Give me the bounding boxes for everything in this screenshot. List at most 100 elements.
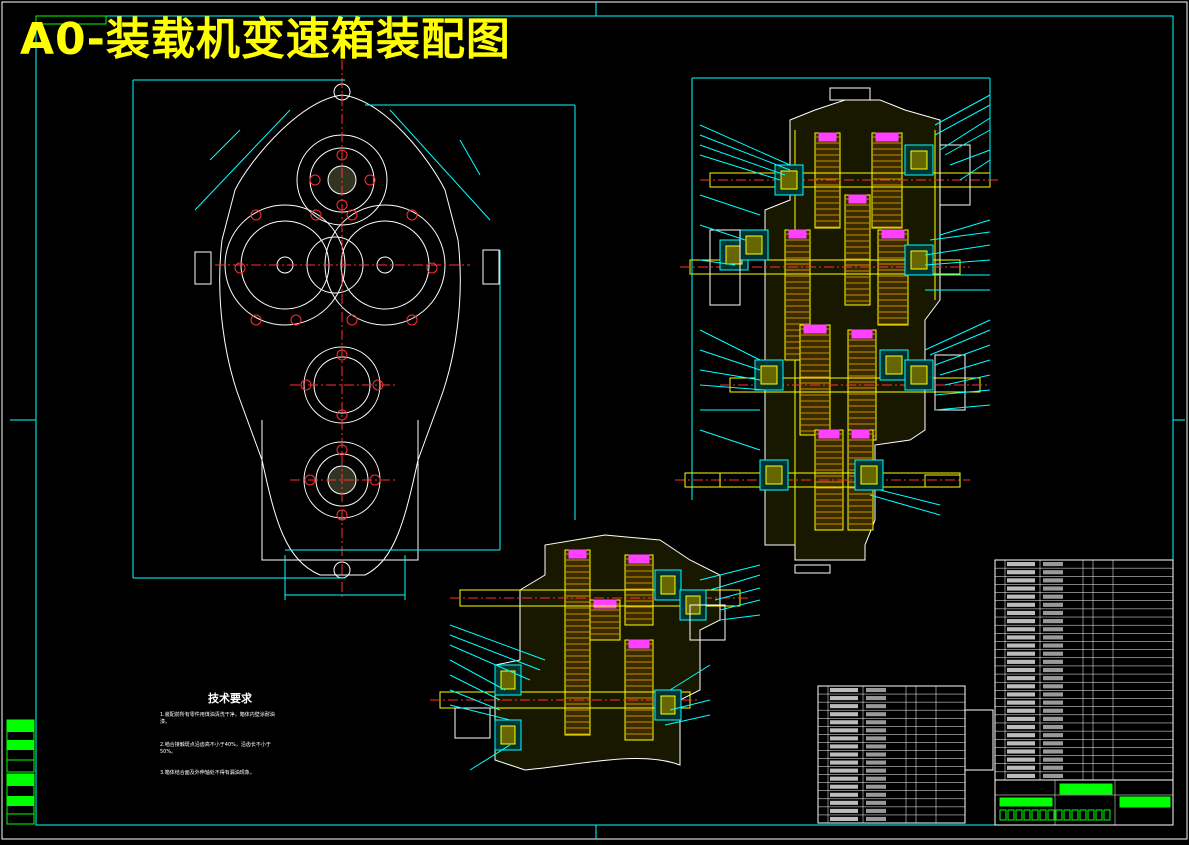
lower-part-leader bbox=[664, 714, 711, 726]
gear-tooth-mark bbox=[818, 429, 840, 439]
parts-table-code-cell bbox=[1007, 619, 1035, 624]
bearing-race bbox=[765, 465, 783, 485]
bolt-hole bbox=[290, 314, 302, 326]
part-leader bbox=[699, 224, 746, 241]
parts-table-name-cell bbox=[1043, 651, 1063, 656]
parts-table-name-cell bbox=[866, 720, 886, 725]
gear-tooth-mark bbox=[848, 194, 867, 204]
parts-table-name-cell bbox=[1043, 602, 1063, 607]
parts-table-code-cell bbox=[1007, 773, 1035, 778]
parts-table-name-cell bbox=[1043, 773, 1063, 778]
bearing-race bbox=[780, 170, 798, 190]
gear-block bbox=[844, 194, 871, 306]
bolt-hole bbox=[234, 262, 246, 274]
parts-table-name-cell bbox=[1043, 627, 1063, 632]
gear-tooth-mark bbox=[851, 329, 873, 339]
part-leader bbox=[934, 389, 991, 396]
tech-requirement-1: 1.装配前所有零件用煤油清洗干净，箱体内壁涂耐油漆。 bbox=[160, 712, 275, 725]
part-leader bbox=[699, 124, 791, 166]
gearbox-main-section-view bbox=[675, 77, 1000, 574]
gear-tooth-mark bbox=[875, 132, 899, 142]
part-leader bbox=[699, 369, 761, 381]
parts-table-code-cell bbox=[1007, 692, 1035, 697]
bolt-hole bbox=[309, 174, 321, 186]
parts-table-name-cell bbox=[1043, 562, 1063, 567]
parts-table-name-cell bbox=[866, 792, 886, 797]
scale-cell bbox=[964, 709, 994, 771]
lower-bearing-race bbox=[500, 725, 516, 745]
signature-cell bbox=[1071, 809, 1079, 821]
bearing bbox=[904, 359, 934, 391]
lower-bearing-race bbox=[660, 695, 676, 715]
parts-table-name-cell bbox=[866, 696, 886, 701]
parts-table-name-cell bbox=[1043, 749, 1063, 754]
parts-table-name-cell bbox=[1043, 667, 1063, 673]
parts-table-name-cell bbox=[866, 688, 886, 693]
lower-part-leader bbox=[449, 674, 501, 701]
parts-table-name-cell bbox=[1043, 724, 1063, 730]
parts-table-code-cell bbox=[1007, 635, 1035, 640]
parts-table-name-cell bbox=[1043, 586, 1063, 591]
signature-cell bbox=[1095, 809, 1103, 821]
part-leader bbox=[699, 384, 766, 391]
parts-table-code-cell bbox=[830, 816, 858, 821]
parts-table-code-cell bbox=[1007, 578, 1035, 583]
parts-table-name-cell bbox=[866, 752, 886, 757]
end-cap-top bbox=[939, 144, 971, 206]
part-leader bbox=[699, 259, 736, 266]
parts-table-code-cell bbox=[1007, 757, 1035, 762]
housing-outline bbox=[219, 94, 461, 576]
lower-end-cap bbox=[689, 604, 726, 641]
lower-part-leader bbox=[714, 587, 761, 601]
top-breather bbox=[829, 87, 871, 101]
signature-cell bbox=[1007, 809, 1015, 821]
parts-table-name-cell bbox=[866, 776, 886, 781]
parts-table-name-cell bbox=[1043, 700, 1063, 705]
bearing-race bbox=[885, 355, 903, 375]
bolt-hole bbox=[250, 209, 262, 221]
parts-table-name-cell bbox=[1043, 635, 1063, 640]
parts-table-code-cell bbox=[1007, 602, 1035, 607]
lower-part-leader bbox=[719, 614, 761, 621]
parts-table-code-cell bbox=[830, 720, 858, 725]
lower-part-leader bbox=[449, 689, 501, 711]
leader bbox=[209, 129, 241, 161]
lower-part-leader bbox=[669, 664, 711, 691]
parts-table-name-cell bbox=[1043, 676, 1063, 681]
lower-bearing-race bbox=[500, 670, 516, 690]
bearing-race bbox=[760, 365, 778, 385]
parts-table-name-cell bbox=[1043, 741, 1063, 746]
bearing-race bbox=[860, 465, 878, 485]
signature-cell bbox=[1031, 809, 1039, 821]
parts-table-code-cell bbox=[830, 688, 858, 693]
parts-table-name-cell bbox=[1043, 610, 1063, 616]
part-leader bbox=[944, 374, 991, 386]
part-leader bbox=[869, 494, 941, 516]
lower-housing bbox=[494, 534, 721, 771]
part-leader bbox=[929, 329, 991, 356]
parts-table-name-cell bbox=[1043, 619, 1063, 624]
parts-table-code-cell bbox=[1007, 562, 1035, 567]
lower-part-leader bbox=[449, 659, 506, 691]
part-name-cell bbox=[1119, 796, 1171, 808]
parts-table-code-cell bbox=[1007, 586, 1035, 591]
drain-plug bbox=[794, 564, 831, 574]
parts-table-name-cell bbox=[1043, 659, 1063, 664]
part-leader bbox=[934, 344, 991, 366]
signature-cell bbox=[1079, 809, 1087, 821]
parts-table-name-cell bbox=[866, 744, 886, 749]
part-leader bbox=[699, 429, 761, 451]
gear-block bbox=[877, 229, 909, 326]
part-leader bbox=[959, 159, 991, 181]
tech-requirement-3: 3.箱体结合面及外伸轴处不得有漏油现象。 bbox=[160, 770, 255, 776]
parts-table-code-cell bbox=[1007, 716, 1035, 721]
part-leader bbox=[924, 319, 991, 351]
title-block-border bbox=[994, 779, 1174, 826]
green-cell bbox=[999, 797, 1053, 807]
parts-table-code-cell bbox=[830, 696, 858, 701]
parts-table-code-cell bbox=[1007, 651, 1035, 656]
parts-table-name-cell bbox=[1043, 716, 1063, 721]
gear-block bbox=[799, 324, 831, 436]
